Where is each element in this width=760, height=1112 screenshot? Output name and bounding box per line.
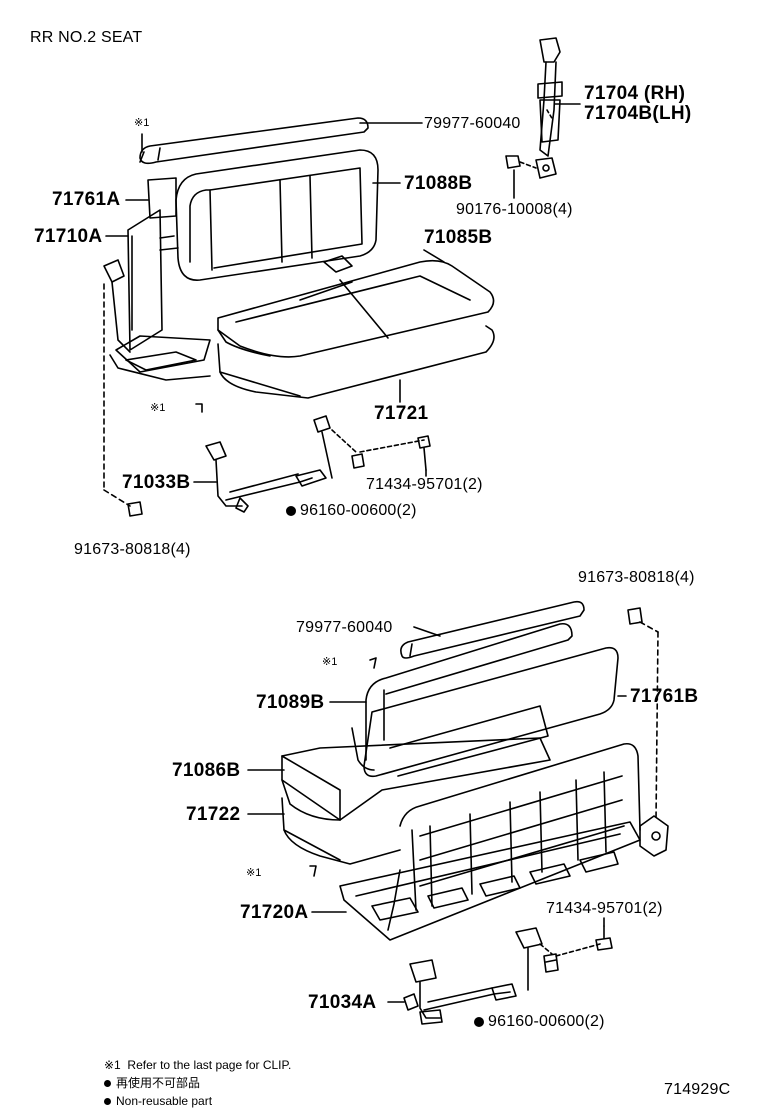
bullet-icon <box>104 1080 111 1087</box>
footnote-nonreuse-jp-text: 再使用不可部品 <box>116 1076 201 1090</box>
frame-lower <box>339 742 669 941</box>
label-79977-lower: 79977-60040 <box>296 619 393 636</box>
label-90176: 90176-10008(4) <box>456 201 573 218</box>
label-96160-lower-text: 96160-00600(2) <box>488 1013 605 1030</box>
bolt-91673-upper <box>127 501 143 517</box>
label-71720a: 71720A <box>240 902 309 923</box>
label-96160-upper-text: 96160-00600(2) <box>300 502 417 519</box>
label-96160-lower: 96160-00600(2) <box>474 1014 605 1030</box>
trim-roll-upper <box>139 117 369 165</box>
clip-mark-upper-a: ※1 <box>134 117 150 129</box>
cushion-pad-lower <box>281 797 401 865</box>
diagram-title: RR NO.2 SEAT <box>30 29 143 46</box>
nonreusable-dot-icon <box>286 506 296 516</box>
clip-mark-lower-a: ※1 <box>322 656 338 668</box>
footnote-clip-mark: ※1 <box>104 1058 121 1072</box>
hinge-upper <box>205 415 425 513</box>
clip-upper-b <box>195 403 203 413</box>
clip-mark-lower-b: ※1 <box>246 867 262 879</box>
label-71085b: 71085B <box>424 227 493 248</box>
hinge-lower <box>403 927 601 1025</box>
label-71722: 71722 <box>186 804 241 825</box>
label-71761b: 71761B <box>630 686 699 707</box>
screw-upper <box>417 435 431 471</box>
bolt-90176 <box>505 155 537 169</box>
footnote-nonreuse-en-text: Non-reusable part <box>116 1094 213 1108</box>
nut-upper <box>351 453 365 469</box>
bullet-icon <box>104 1098 111 1105</box>
label-71704-rh: 71704 (RH) <box>584 83 686 104</box>
label-71710a: 71710A <box>34 226 103 247</box>
label-91673-lower: 91673-80818(4) <box>578 569 695 586</box>
label-96160-upper: 96160-00600(2) <box>286 503 417 519</box>
label-71033b: 71033B <box>122 472 191 493</box>
cushion-upper <box>217 259 495 358</box>
seatback-lower <box>351 622 619 778</box>
label-71761a: 71761A <box>52 189 121 210</box>
footnote-nonreuse-jp: 再使用不可部品 <box>104 1077 200 1089</box>
label-71089b: 71089B <box>256 692 325 713</box>
frame-upper <box>103 177 353 381</box>
seatback-upper <box>175 149 379 281</box>
screw-lower <box>595 925 613 951</box>
label-71704b-lh: 71704B(LH) <box>584 103 692 124</box>
label-71434-lower: 71434-95701(2) <box>546 900 663 917</box>
clip-mark-upper-b: ※1 <box>150 402 166 414</box>
label-71034a: 71034A <box>308 992 377 1013</box>
nonreusable-dot-icon <box>474 1017 484 1027</box>
label-71086b: 71086B <box>172 760 241 781</box>
footnote-nonreuse-en: Non-reusable part <box>104 1095 212 1107</box>
figure-id: 714929C <box>664 1081 731 1098</box>
clip-lower-b <box>309 865 317 877</box>
footnote-clip: ※1 Refer to the last page for CLIP. <box>104 1059 291 1071</box>
cushion-lower <box>281 737 551 821</box>
nut-lower <box>543 953 559 973</box>
label-71434-upper: 71434-95701(2) <box>366 476 483 493</box>
clip-upper-a <box>139 151 145 163</box>
trim-roll-lower <box>400 600 585 659</box>
bolt-91673-lower <box>627 607 643 625</box>
label-91673-upper: 91673-80818(4) <box>74 541 191 558</box>
clip-lower-a <box>369 657 377 669</box>
cushion-pad-upper <box>217 325 495 399</box>
seat-belt-assembly <box>535 37 563 179</box>
label-71088b: 71088B <box>404 173 473 194</box>
footnote-clip-text: Refer to the last page for CLIP. <box>127 1058 292 1072</box>
label-79977-upper: 79977-60040 <box>424 115 521 132</box>
label-71721: 71721 <box>374 403 429 424</box>
